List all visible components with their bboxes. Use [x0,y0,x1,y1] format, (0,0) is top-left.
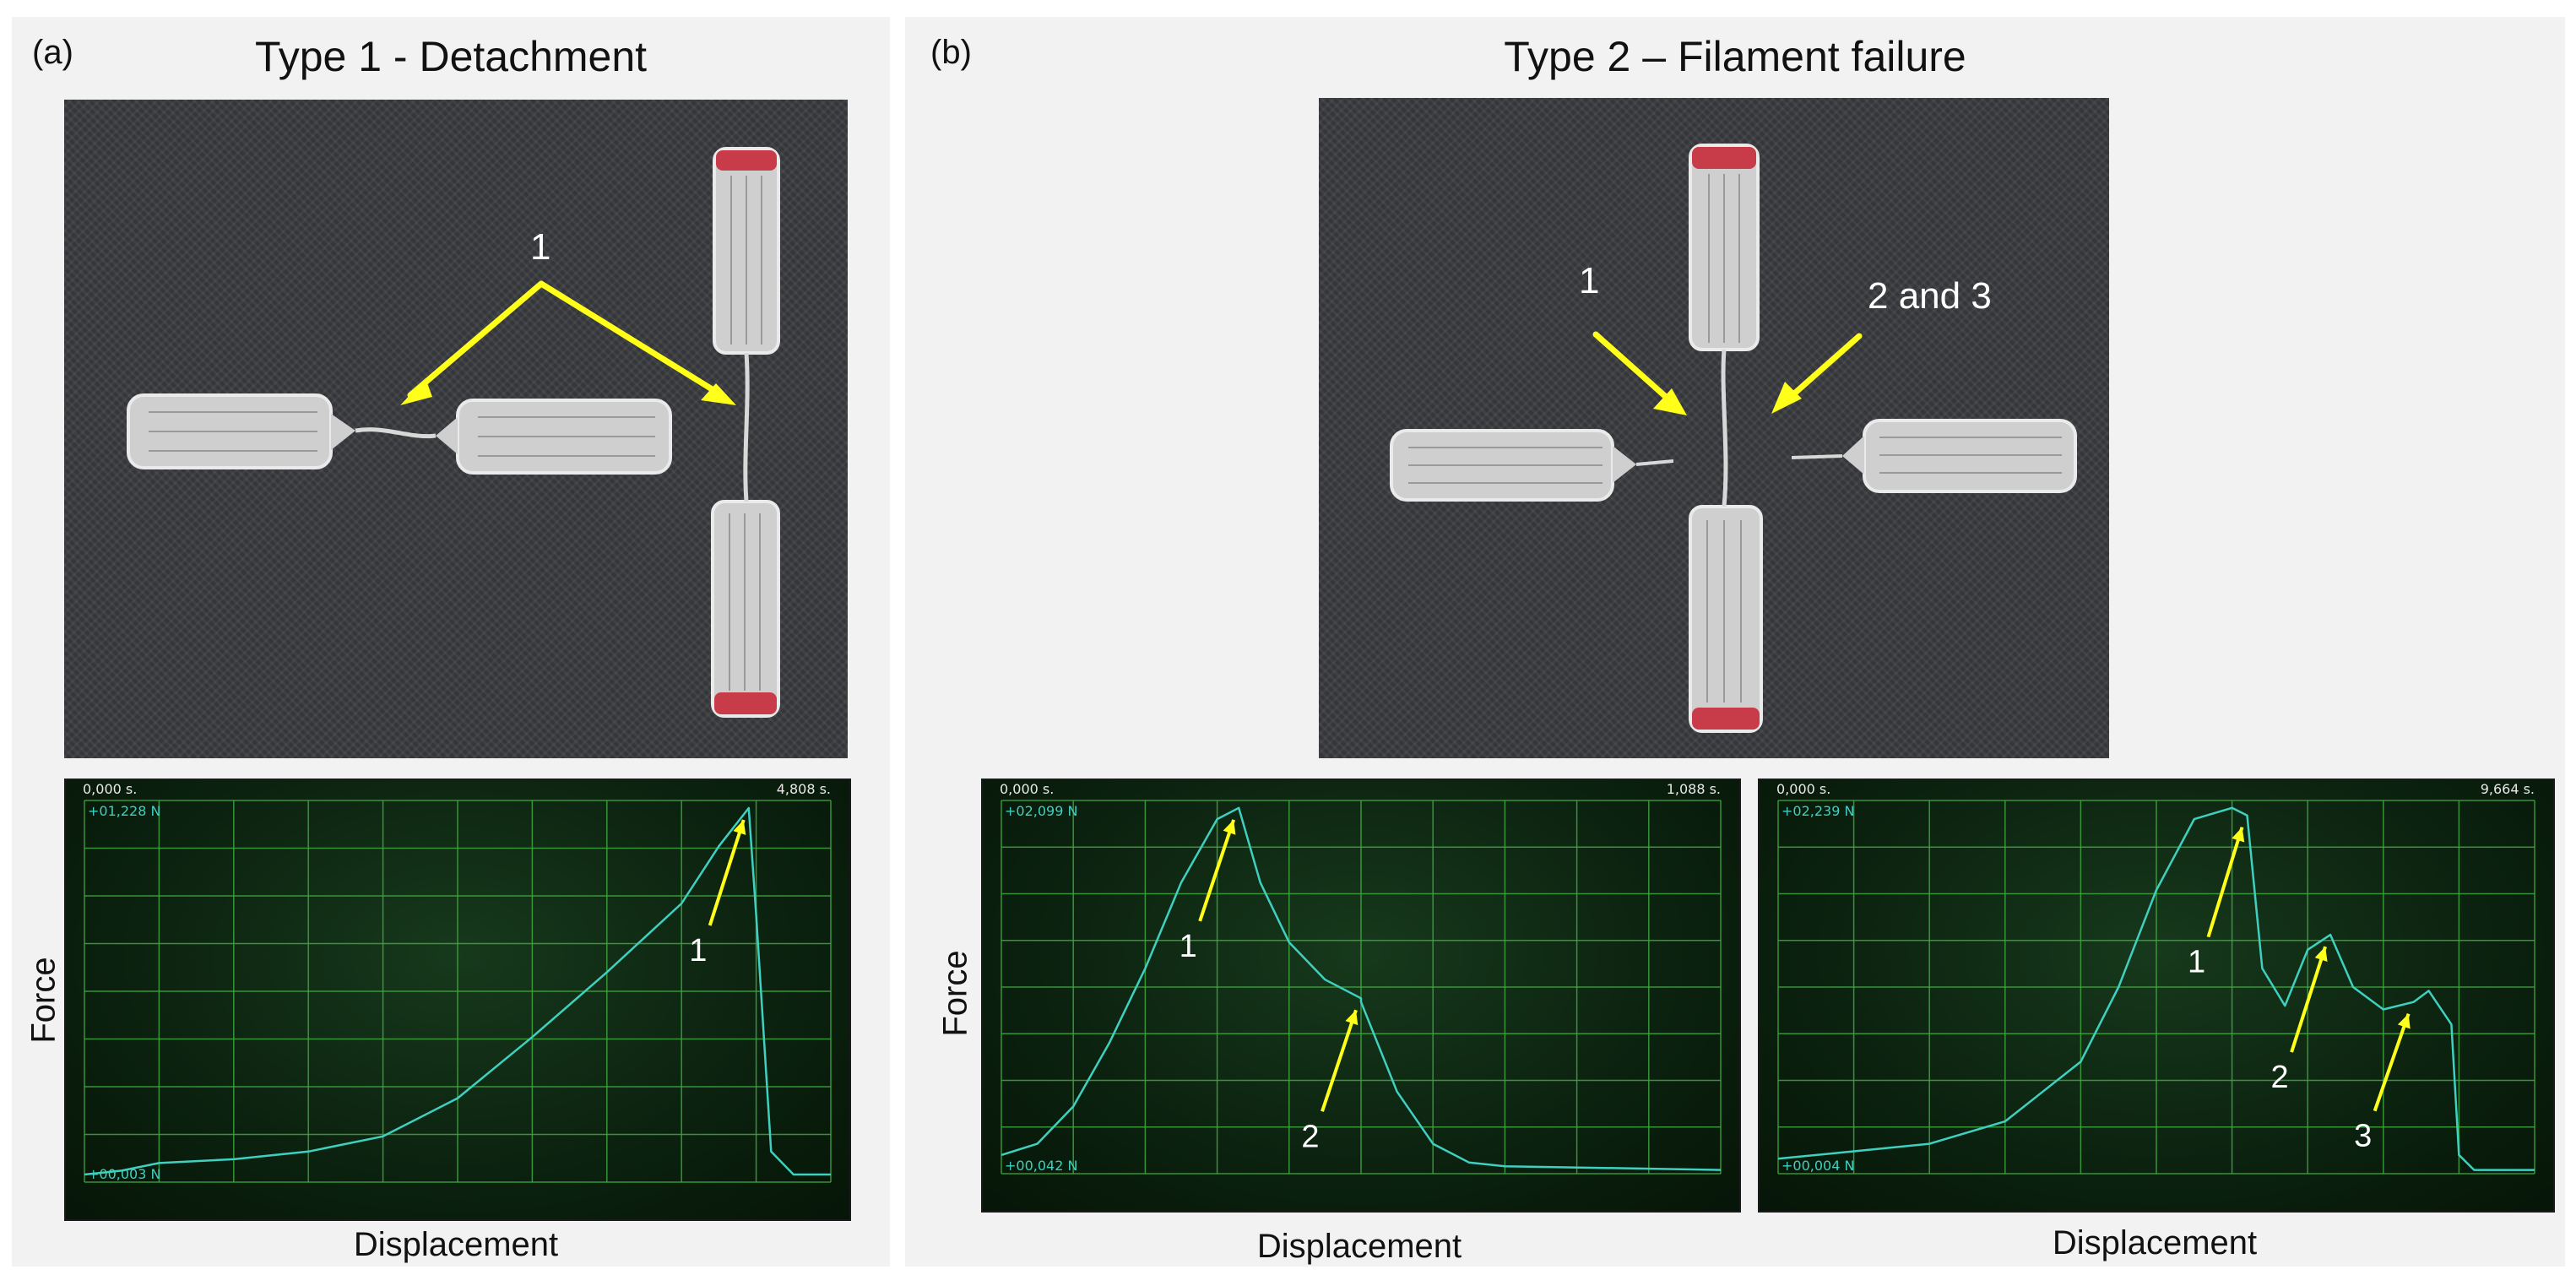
time-start-readout: 0,000 s. [1776,781,1830,797]
annotation-label: 1 [689,933,707,968]
annotation-arrowhead [2232,827,2245,843]
annotation-arrow [2373,1013,2411,1112]
scope-svg: 0,000 s. 9,664 s. +02,239 N +00,004 N 1 2 3 [1776,781,2535,1175]
annotation-arrowhead [1223,819,1236,835]
annotation-arrow [1198,819,1236,922]
annotation-arrowhead [2314,947,2328,962]
annotation-arrowhead [2397,1013,2411,1029]
y-axis-label: Force [24,957,62,1044]
force-displacement-scope: 0,000 s. 9,664 s. +02,239 N +00,004 N 1 2 3 [1758,779,2555,1213]
time-end-readout: 4,808 s. [777,781,831,797]
force-trace [84,806,831,1176]
x-axis-label: Displacement [353,1226,559,1263]
annotation-label: 1 [1180,929,1197,964]
annotation-arrow [708,819,746,926]
annotation-arrowhead [733,820,746,835]
force-displacement-scope: 0,000 s. 4,808 s. +01,228 N +00,003 N 1 [64,779,851,1221]
time-start-readout: 0,000 s. [83,781,137,797]
annotation-label: 3 [2354,1119,2372,1154]
specimen-photo: 1 [64,100,848,758]
time-end-readout: 1,088 s. [1667,781,1721,797]
photo-label-1: 1 [530,226,551,268]
photo-label-1: 1 [1579,260,1600,301]
time-end-readout: 9,664 s. [2481,781,2535,797]
scope-svg: 0,000 s. 4,808 s. +01,228 N +00,003 N 1 [83,781,832,1183]
force-min-readout: +00,003 N [88,1166,160,1182]
force-max-readout: +01,228 N [88,803,160,819]
annotation-arrow [1321,1009,1358,1112]
force-trace [1777,806,2535,1171]
annotation-label: 1 [2188,945,2205,980]
panel-letter: (b) [930,34,972,71]
annotation-label: 2 [2271,1060,2289,1095]
time-start-readout: 0,000 s. [1000,781,1054,797]
annotation-arrow [2206,827,2244,938]
force-min-readout: +00,004 N [1782,1158,1854,1174]
panel-title: Type 2 – Filament failure [1504,33,1966,80]
force-max-readout: +02,239 N [1782,803,1854,819]
x-axis-label: Displacement [2052,1224,2258,1261]
force-trace [1001,806,1722,1171]
specimen-photo: 1 2 and 3 [1319,98,2109,758]
panel-title: Type 1 - Detachment [254,33,648,80]
force-min-readout: +00,042 N [1005,1158,1077,1174]
annotation-arrow [2290,946,2327,1053]
annotation-label: 2 [1301,1119,1319,1154]
photo-label-2-and-3: 2 and 3 [1868,275,1992,317]
annotation-arrowhead [1345,1010,1359,1026]
panel-letter: (a) [32,34,73,71]
scope-svg: 0,000 s. 1,088 s. +02,099 N +00,042 N 1 2 [1000,781,1722,1175]
x-axis-label: Displacement [1256,1228,1462,1265]
panel-b: (b) Type 2 – Filament failure [905,17,2565,1267]
y-axis-label: Force [936,950,974,1037]
force-max-readout: +02,099 N [1005,803,1077,819]
panel-a: (a) Type 1 - Detachment [12,17,890,1267]
force-displacement-scope: 0,000 s. 1,088 s. +02,099 N +00,042 N 1 2 [981,779,1741,1213]
